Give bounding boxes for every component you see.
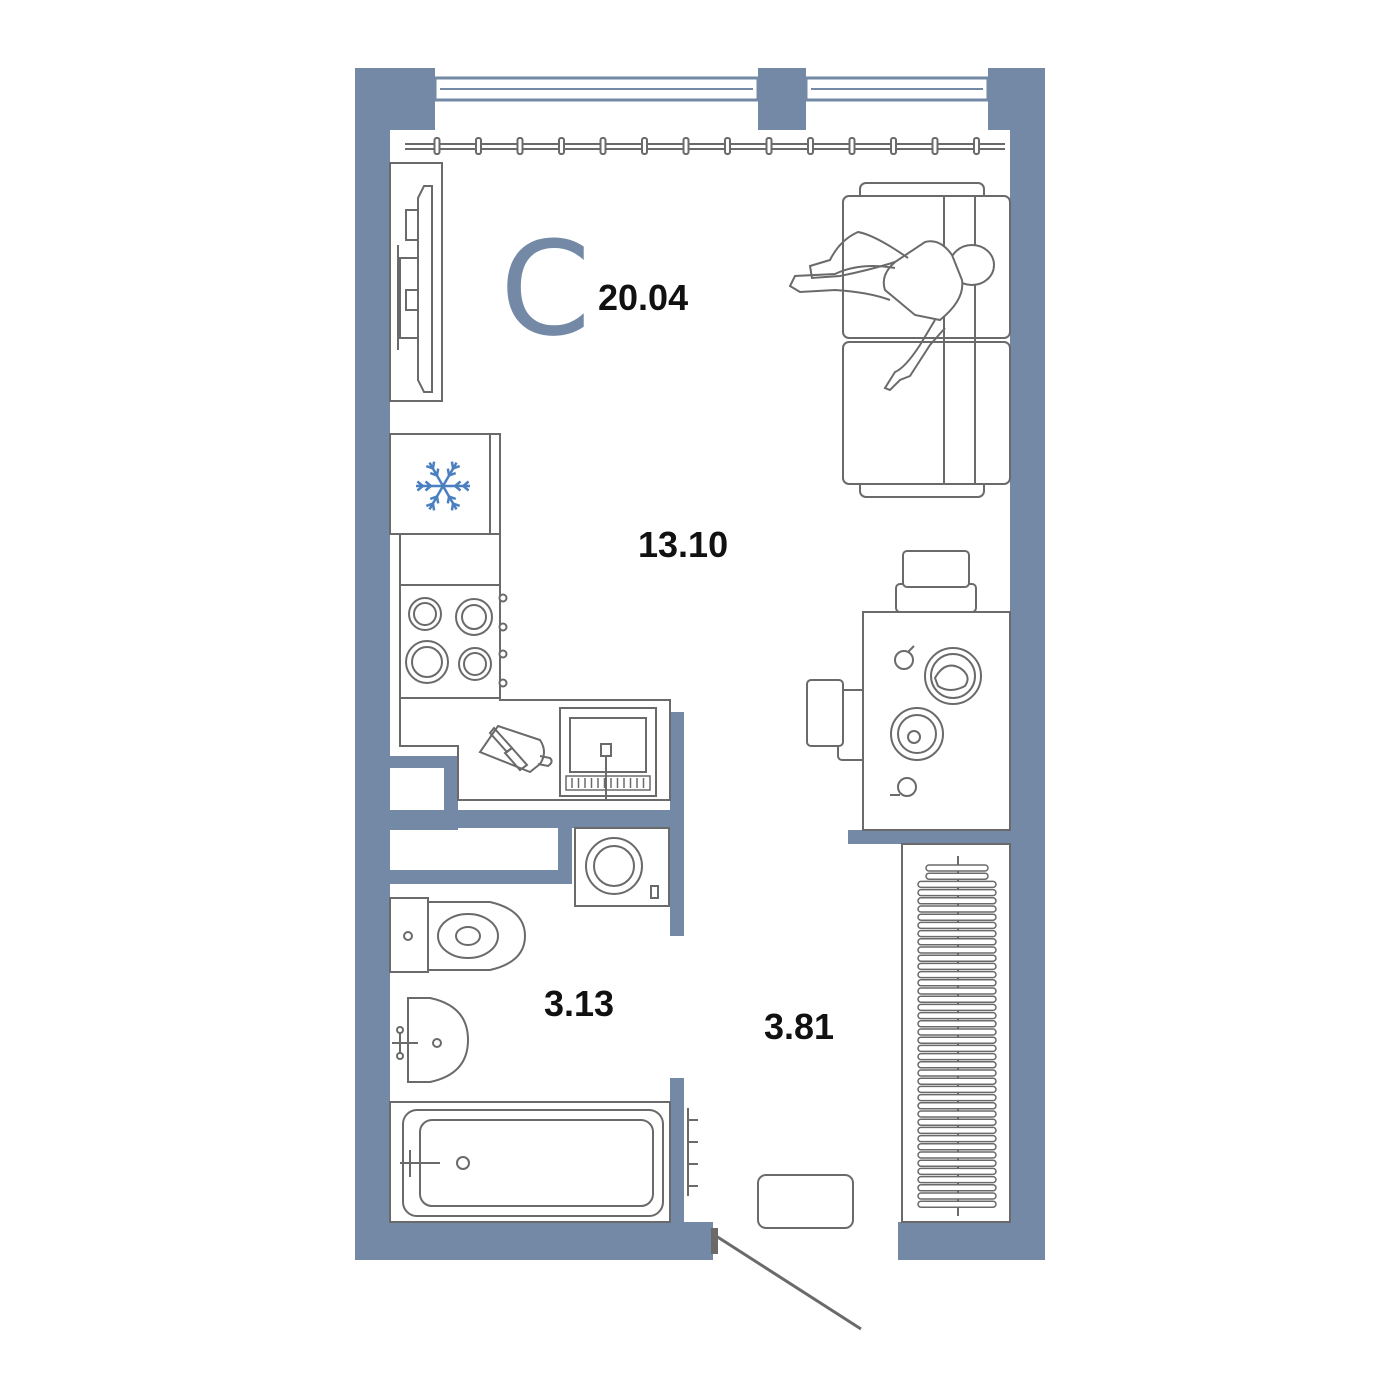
area-living-room: 13.10: [638, 524, 728, 565]
windows: [433, 76, 990, 102]
wardrobe-icon: [901, 843, 1011, 1223]
wall-wardrobe-top: [848, 830, 1010, 844]
sofa-icon: [842, 182, 1011, 498]
bathtub-icon: [389, 1101, 671, 1223]
wall-corridor-top: [390, 810, 682, 828]
wall-bath-top: [390, 870, 572, 884]
cutting-board-icon: [478, 724, 553, 774]
sink-icon: [559, 707, 657, 800]
curtain-rod: [405, 137, 1005, 155]
wall-bottom-right: [898, 1222, 1045, 1260]
wall-left: [355, 68, 390, 1260]
chair-icon: [895, 550, 977, 613]
wall-bottom-left: [355, 1222, 713, 1260]
area-bathroom: 3.13: [544, 983, 614, 1024]
apartment-type-letter: С: [500, 213, 591, 365]
dining-table-icon: [806, 550, 1011, 831]
wall-niche-upper: [390, 756, 458, 768]
wall-right: [1010, 68, 1045, 1260]
pouf-icon: [757, 1174, 854, 1229]
total-area-label: 20.04: [598, 277, 688, 318]
washing-machine-icon: [574, 827, 670, 907]
door-icon[interactable]: [711, 1228, 862, 1331]
washbasin-icon: [392, 997, 470, 1083]
stove-icon: [399, 584, 508, 699]
area-hallway: 3.81: [764, 1006, 834, 1047]
walls: [355, 68, 1045, 1260]
wall-partition-lower: [670, 1078, 684, 1224]
person-icon: [788, 230, 995, 392]
chair-icon: [806, 679, 867, 761]
tv-icon: [389, 162, 443, 402]
wall-top-mid-pier: [758, 68, 806, 130]
fridge: [389, 433, 501, 535]
towel-rail-icon: [687, 1108, 698, 1196]
snowflake-icon: [416, 461, 470, 511]
wall-top-left-pier: [355, 68, 435, 130]
wall-top-right-pier: [988, 68, 1045, 130]
wall-partition-upper: [670, 712, 684, 936]
toilet-icon: [389, 897, 527, 973]
